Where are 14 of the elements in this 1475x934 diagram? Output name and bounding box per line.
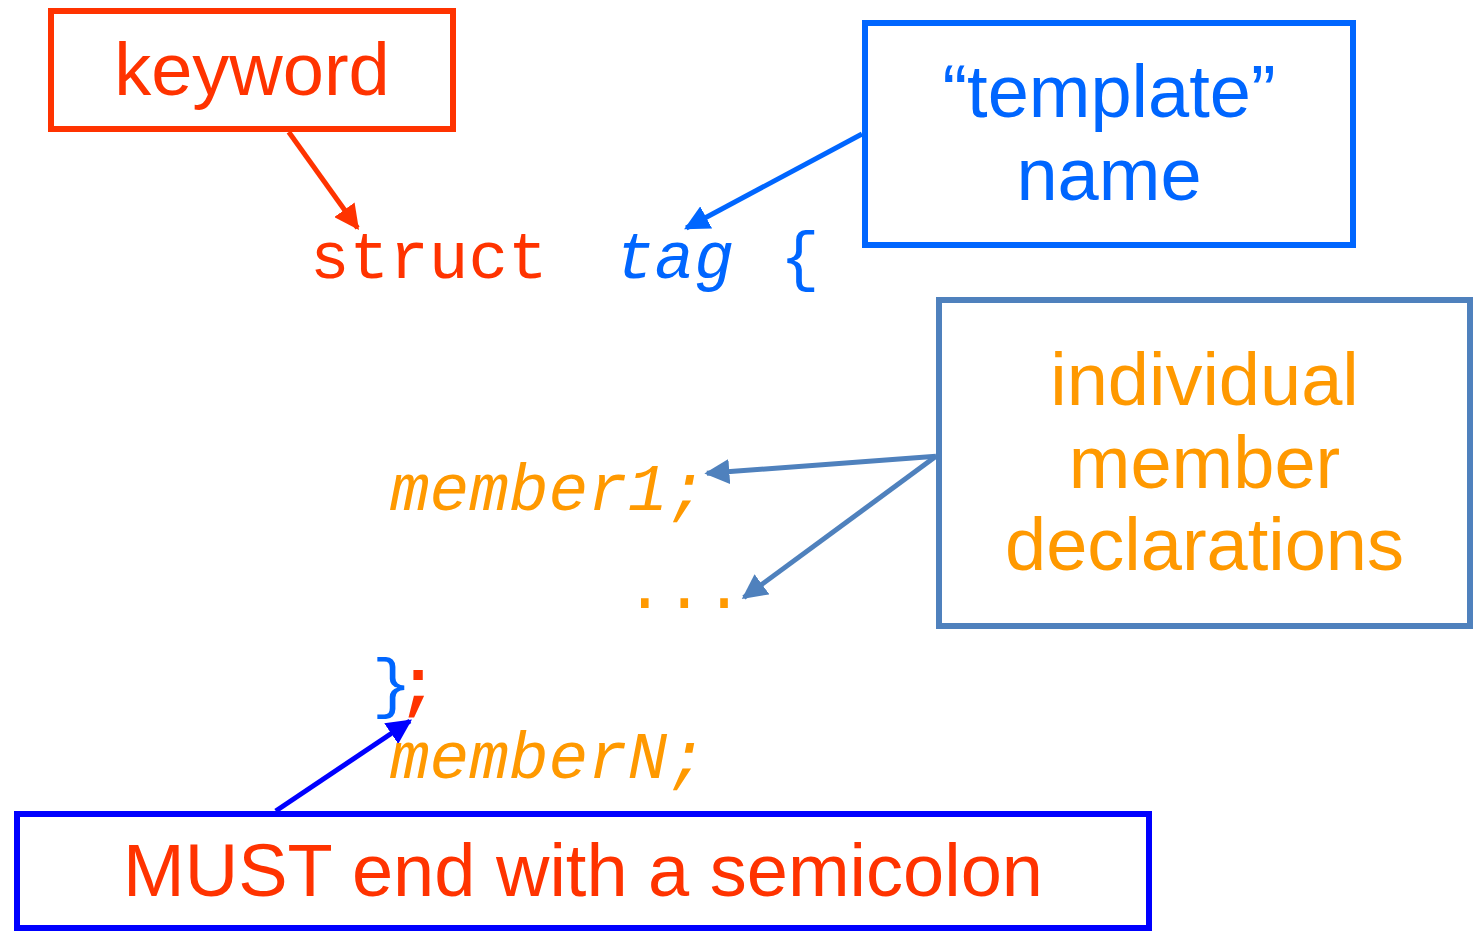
code-brace: {	[780, 228, 820, 294]
callout-box: keyword	[48, 8, 456, 132]
leader-arrow	[274, 718, 412, 814]
callout-box: “template” name	[862, 20, 1356, 248]
leader-arrow	[704, 453, 937, 484]
callout-box: individual member declarations	[936, 297, 1473, 629]
leader-arrow	[286, 130, 360, 231]
callout-box: MUST end with a semicolon	[14, 811, 1152, 931]
leader-arrow	[684, 131, 864, 231]
code-ellipsis: ...	[625, 558, 744, 624]
code-line: memberN;	[390, 728, 707, 794]
code-keyword: struct	[310, 228, 548, 294]
code-identifier: tag	[615, 228, 734, 294]
code-line: member1;	[390, 460, 707, 526]
